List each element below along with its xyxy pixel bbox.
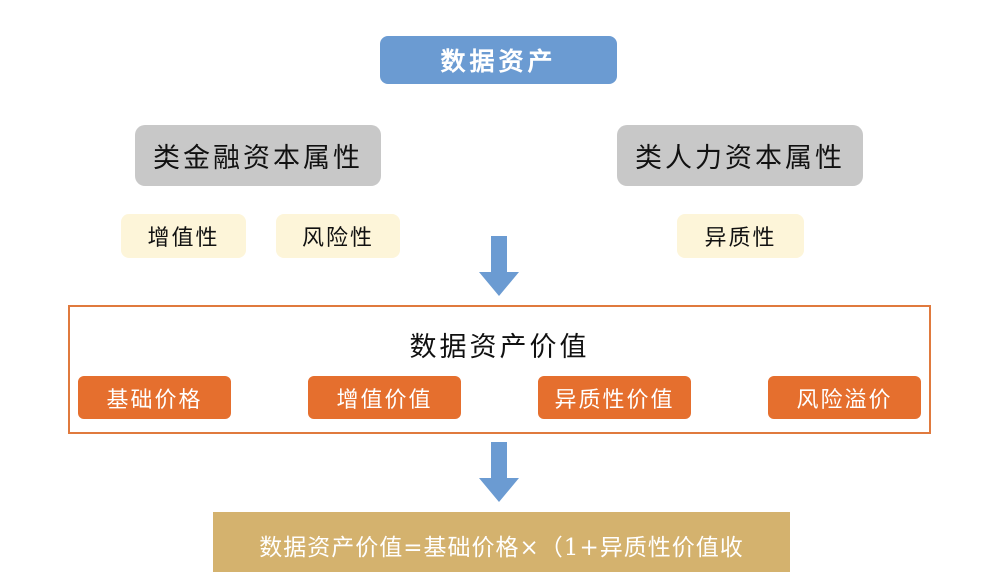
- category-financial-capital: 类金融资本属性: [135, 125, 381, 186]
- root-node-data-asset: 数据资产: [380, 36, 617, 84]
- down-arrow-icon: [479, 442, 519, 502]
- valuation-formula: 数据资产价值=基础价格×（1+异质性价值收: [213, 512, 790, 572]
- property-value-added: 增值性: [121, 214, 246, 258]
- category-human-capital: 类人力资本属性: [617, 125, 863, 186]
- value-section-title: 数据资产价值: [409, 332, 590, 363]
- component-value-added: 增值价值: [308, 376, 461, 419]
- property-risk: 风险性: [276, 214, 400, 258]
- down-arrow-icon: [479, 236, 519, 296]
- property-heterogeneity: 异质性: [677, 214, 804, 258]
- component-heterogeneity-value: 异质性价值: [538, 376, 691, 419]
- component-base-price: 基础价格: [78, 376, 231, 419]
- component-risk-premium: 风险溢价: [768, 376, 921, 419]
